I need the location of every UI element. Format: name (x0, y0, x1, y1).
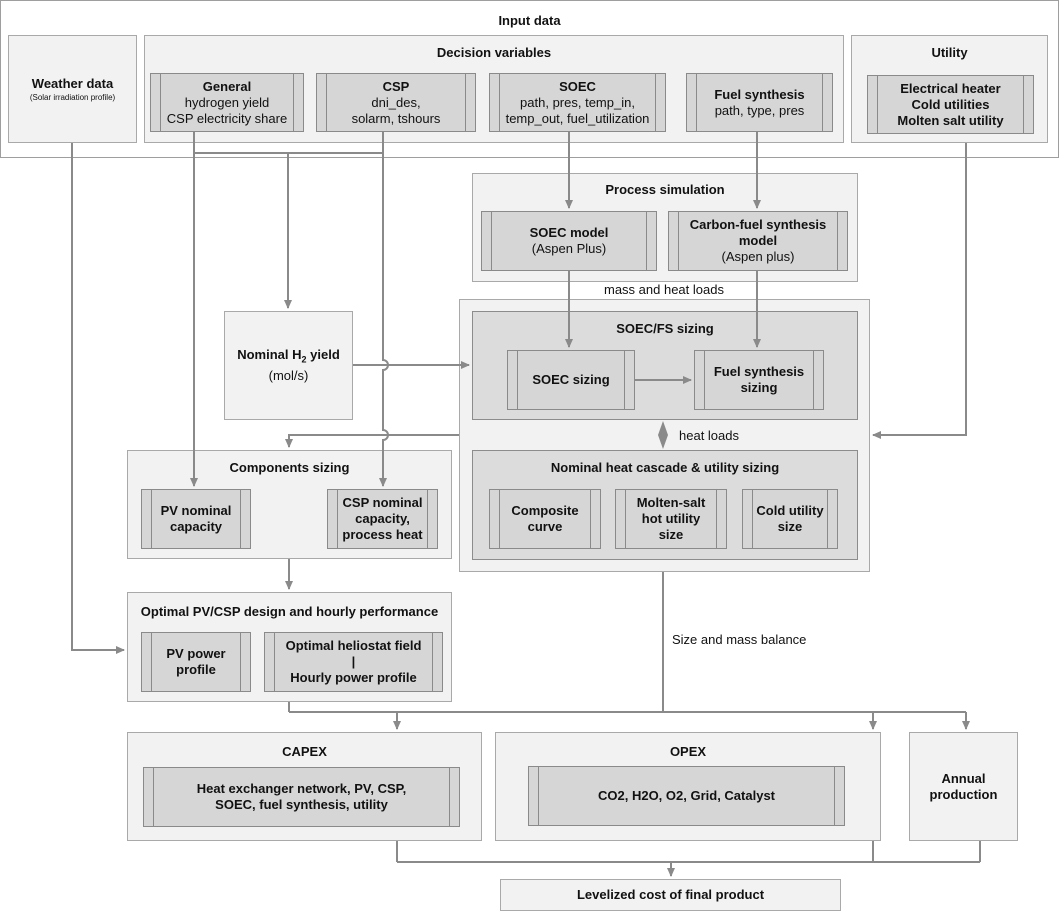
soec-title: SOEC (559, 78, 596, 94)
pv-power-line1: PV power (166, 646, 226, 661)
annual-production-box: Annual production (909, 732, 1018, 841)
cold-line2: size (777, 519, 803, 534)
heliostat-field-profile: Optimal heliostat field | Hourly power p… (264, 632, 443, 692)
process-simulation-title: Process simulation (605, 182, 725, 197)
annual-line2: production (929, 786, 998, 802)
nominal-h2-title: Nominal H2 yield (237, 347, 340, 365)
heat-cascade-title: Nominal heat cascade & utility sizing (550, 460, 780, 475)
composite-curve: Composite curve (489, 489, 601, 549)
csp-nominal-line1: CSP nominal (342, 495, 423, 510)
utility-line2: Cold utilities (911, 96, 990, 112)
soec-model: SOEC model (Aspen Plus) (481, 211, 657, 271)
molten-line2: hot utility (641, 511, 701, 526)
weather-data-box: Weather data (Solar irradiation profile) (8, 35, 137, 143)
carbon-model-title2: model (738, 233, 778, 248)
soec-variables: SOEC path, pres, temp_in, temp_out, fuel… (489, 73, 666, 132)
heat-loads-label: heat loads (679, 428, 739, 443)
general-variables: General hydrogen yield CSP electricity s… (150, 73, 304, 132)
opex-items: CO2, H2O, O2, Grid, Catalyst (528, 766, 845, 826)
general-line1: hydrogen yield (184, 94, 270, 110)
annual-line1: Annual (941, 770, 986, 786)
fuel-synthesis-sizing: Fuel synthesis sizing (694, 350, 824, 410)
soec-sizing: SOEC sizing (507, 350, 635, 410)
cold-utility-size: Cold utility size (742, 489, 838, 549)
capex-line2: SOEC, fuel synthesis, utility (215, 797, 388, 812)
input-data-title: Input data (498, 13, 561, 28)
molten-line1: Molten-salt (636, 495, 706, 510)
csp-nominal-line3: process heat (342, 527, 423, 542)
csp-title: CSP (382, 78, 410, 94)
optimal-design-title: Optimal PV/CSP design and hourly perform… (140, 604, 439, 619)
csp-variables: CSP dni_des, solarm, tshours (316, 73, 476, 132)
levelized-cost-box: Levelized cost of final product (500, 879, 841, 911)
fs-sizing-label2: sizing (740, 380, 778, 395)
decision-variables-title: Decision variables (436, 45, 552, 60)
carbon-model-sub: (Aspen plus) (721, 249, 795, 264)
pv-power-profile: PV power profile (141, 632, 251, 692)
heat-loads-double-arrow (658, 421, 668, 449)
pv-nominal-line1: PV nominal (160, 503, 232, 518)
soec-model-title: SOEC model (529, 225, 609, 240)
utility-line3: Molten salt utility (897, 112, 1004, 128)
fuel-synthesis-title: Fuel synthesis (714, 86, 805, 102)
general-title: General (202, 78, 252, 94)
csp-line1: dni_des, (371, 94, 421, 110)
csp-line2: solarm, tshours (351, 110, 441, 126)
fs-sizing-label1: Fuel synthesis (713, 364, 805, 379)
weather-data-subtitle: (Solar irradiation profile) (29, 92, 116, 102)
opex-title: OPEX (669, 744, 707, 759)
helio-line2: | (351, 654, 356, 669)
weather-data-title: Weather data (31, 75, 114, 91)
composite-line2: curve (527, 519, 563, 534)
utility-line1: Electrical heater (900, 80, 1001, 96)
opex-line1: CO2, H2O, O2, Grid, Catalyst (598, 788, 775, 803)
fuel-synthesis-line1: path, type, pres (714, 102, 805, 118)
soec-sizing-label: SOEC sizing (532, 372, 610, 387)
pv-power-line2: profile (176, 662, 216, 677)
composite-line1: Composite (511, 503, 579, 518)
pv-nominal-line2: capacity (169, 519, 223, 534)
general-line2: CSP electricity share (166, 110, 288, 126)
capex-line1: Heat exchanger network, PV, CSP, (196, 781, 407, 796)
components-sizing-title: Components sizing (229, 460, 350, 475)
csp-nominal-line2: capacity, (355, 511, 410, 526)
soec-line2: temp_out, fuel_utilization (505, 110, 650, 126)
pv-nominal-capacity: PV nominal capacity (141, 489, 251, 549)
capex-title: CAPEX (282, 744, 327, 759)
levelized-cost-title: Levelized cost of final product (576, 887, 765, 902)
soec-line1: path, pres, temp_in, (520, 94, 635, 110)
carbon-fuel-model: Carbon-fuel synthesis model (Aspen plus) (668, 211, 848, 271)
nominal-h2-box: Nominal H2 yield (mol/s) (224, 311, 353, 420)
helio-line1: Optimal heliostat field (285, 638, 422, 653)
soec-model-sub: (Aspen Plus) (531, 241, 607, 256)
nominal-h2-unit: (mol/s) (268, 367, 309, 383)
helio-line3: Hourly power profile (290, 670, 417, 685)
molten-line3: size (658, 527, 684, 542)
molten-salt-utility-size: Molten-salt hot utility size (615, 489, 727, 549)
utility-items: Electrical heater Cold utilities Molten … (867, 75, 1034, 134)
capex-items: Heat exchanger network, PV, CSP, SOEC, f… (143, 767, 460, 827)
size-mass-balance-label: Size and mass balance (672, 632, 807, 647)
utility-title: Utility (931, 45, 968, 60)
csp-nominal-capacity: CSP nominal capacity, process heat (327, 489, 438, 549)
fuel-synthesis-variables: Fuel synthesis path, type, pres (686, 73, 833, 132)
cold-line1: Cold utility (756, 503, 824, 518)
mass-heat-loads-label: mass and heat loads (604, 282, 724, 297)
carbon-model-title1: Carbon-fuel synthesis (689, 217, 827, 232)
soec-fs-sizing-title: SOEC/FS sizing (616, 321, 714, 336)
